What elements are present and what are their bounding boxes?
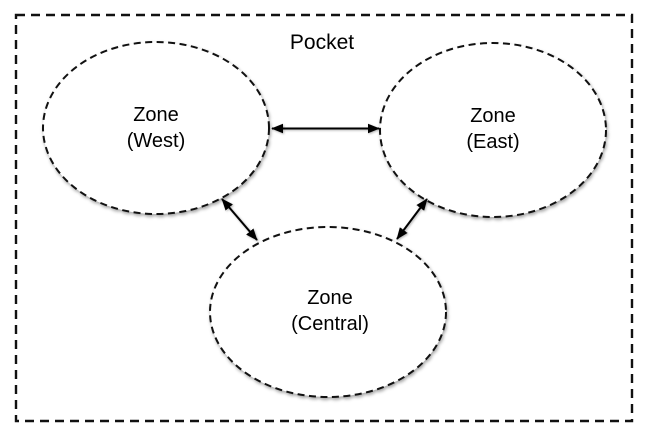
zone-central-label-line2: (Central) bbox=[291, 313, 369, 335]
arrow-east-central bbox=[396, 198, 428, 240]
zone-east-label-line2: (East) bbox=[466, 131, 520, 153]
zone-east-ellipse bbox=[379, 42, 607, 218]
arrow-west-central bbox=[221, 198, 258, 241]
pocket-boundary bbox=[14, 13, 634, 423]
zone-west-label: Zone (West) bbox=[127, 102, 186, 154]
zone-east-label: Zone (East) bbox=[466, 103, 519, 155]
zone-east-label-line1: Zone bbox=[470, 105, 516, 127]
zone-west-ellipse bbox=[42, 41, 270, 215]
zone-central-ellipse bbox=[209, 226, 447, 398]
zone-west-label-line1: Zone bbox=[133, 104, 179, 126]
pocket-label: Pocket bbox=[289, 31, 355, 54]
zone-central-label-line1: Zone bbox=[307, 287, 353, 309]
zone-central-label: Zone (Central) bbox=[291, 285, 369, 337]
zone-west-label-line2: (West) bbox=[126, 130, 186, 152]
